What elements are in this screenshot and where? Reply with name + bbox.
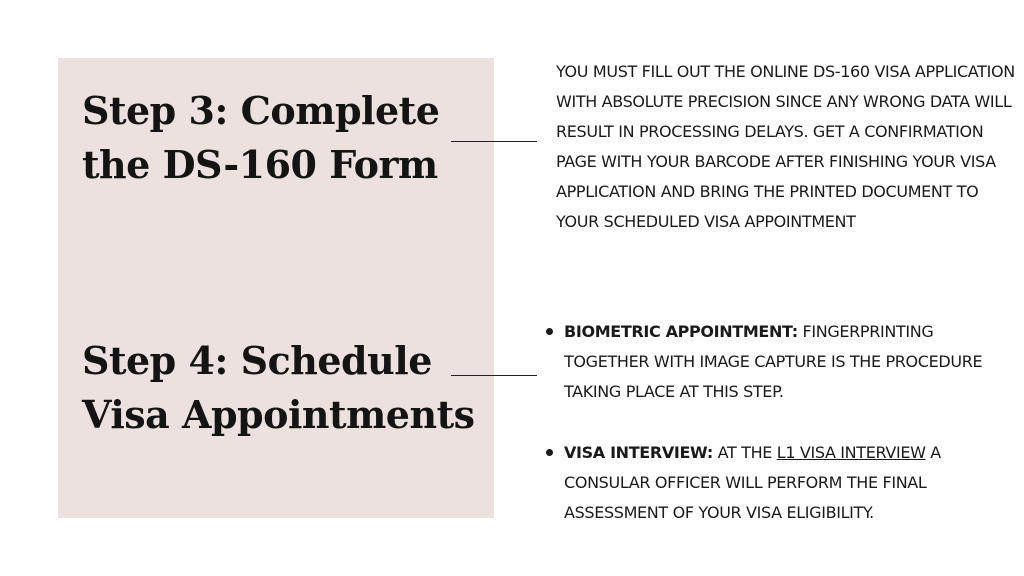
step-3-heading: Step 3: Complete the DS-160 Form	[82, 84, 440, 192]
bullet-visa-interview: VISA INTERVIEW: AT THE L1 VISA INTERVIEW…	[546, 438, 1016, 528]
step-4-connector-line	[451, 375, 537, 376]
step-4-heading-line-1: Step 4: Schedule	[82, 338, 432, 383]
step-4-heading: Step 4: Schedule Visa Appointments	[82, 334, 475, 442]
step-3-connector-line	[451, 141, 537, 142]
bullet-text-before-link: AT THE	[712, 443, 777, 462]
step-4-bullet-list: BIOMETRIC APPOINTMENT: FINGERPRINTING TO…	[546, 317, 1016, 528]
bullet-text-after-link: A CONSULAR OFFICER WILL PERFORM THE FINA…	[564, 443, 941, 522]
step-3-description: YOU MUST FILL OUT THE ONLINE DS-160 VISA…	[556, 62, 1015, 231]
bullet-term: VISA INTERVIEW:	[564, 443, 713, 462]
l1-visa-interview-link[interactable]: L1 VISA INTERVIEW	[776, 443, 926, 462]
bullet-term: BIOMETRIC APPOINTMENT:	[564, 322, 798, 341]
bullet-biometric-appointment: BIOMETRIC APPOINTMENT: FINGERPRINTING TO…	[546, 317, 1016, 407]
bullet-dot-icon	[546, 449, 553, 456]
step-3-heading-line-2: the DS-160 Form	[82, 142, 438, 187]
heading-panel	[58, 58, 494, 518]
step-4-heading-line-2: Visa Appointments	[82, 392, 475, 437]
bullet-dot-icon	[546, 328, 553, 335]
bullet-text: FINGERPRINTING TOGETHER WITH IMAGE CAPTU…	[564, 322, 983, 401]
step-3-heading-line-1: Step 3: Complete	[82, 88, 440, 133]
